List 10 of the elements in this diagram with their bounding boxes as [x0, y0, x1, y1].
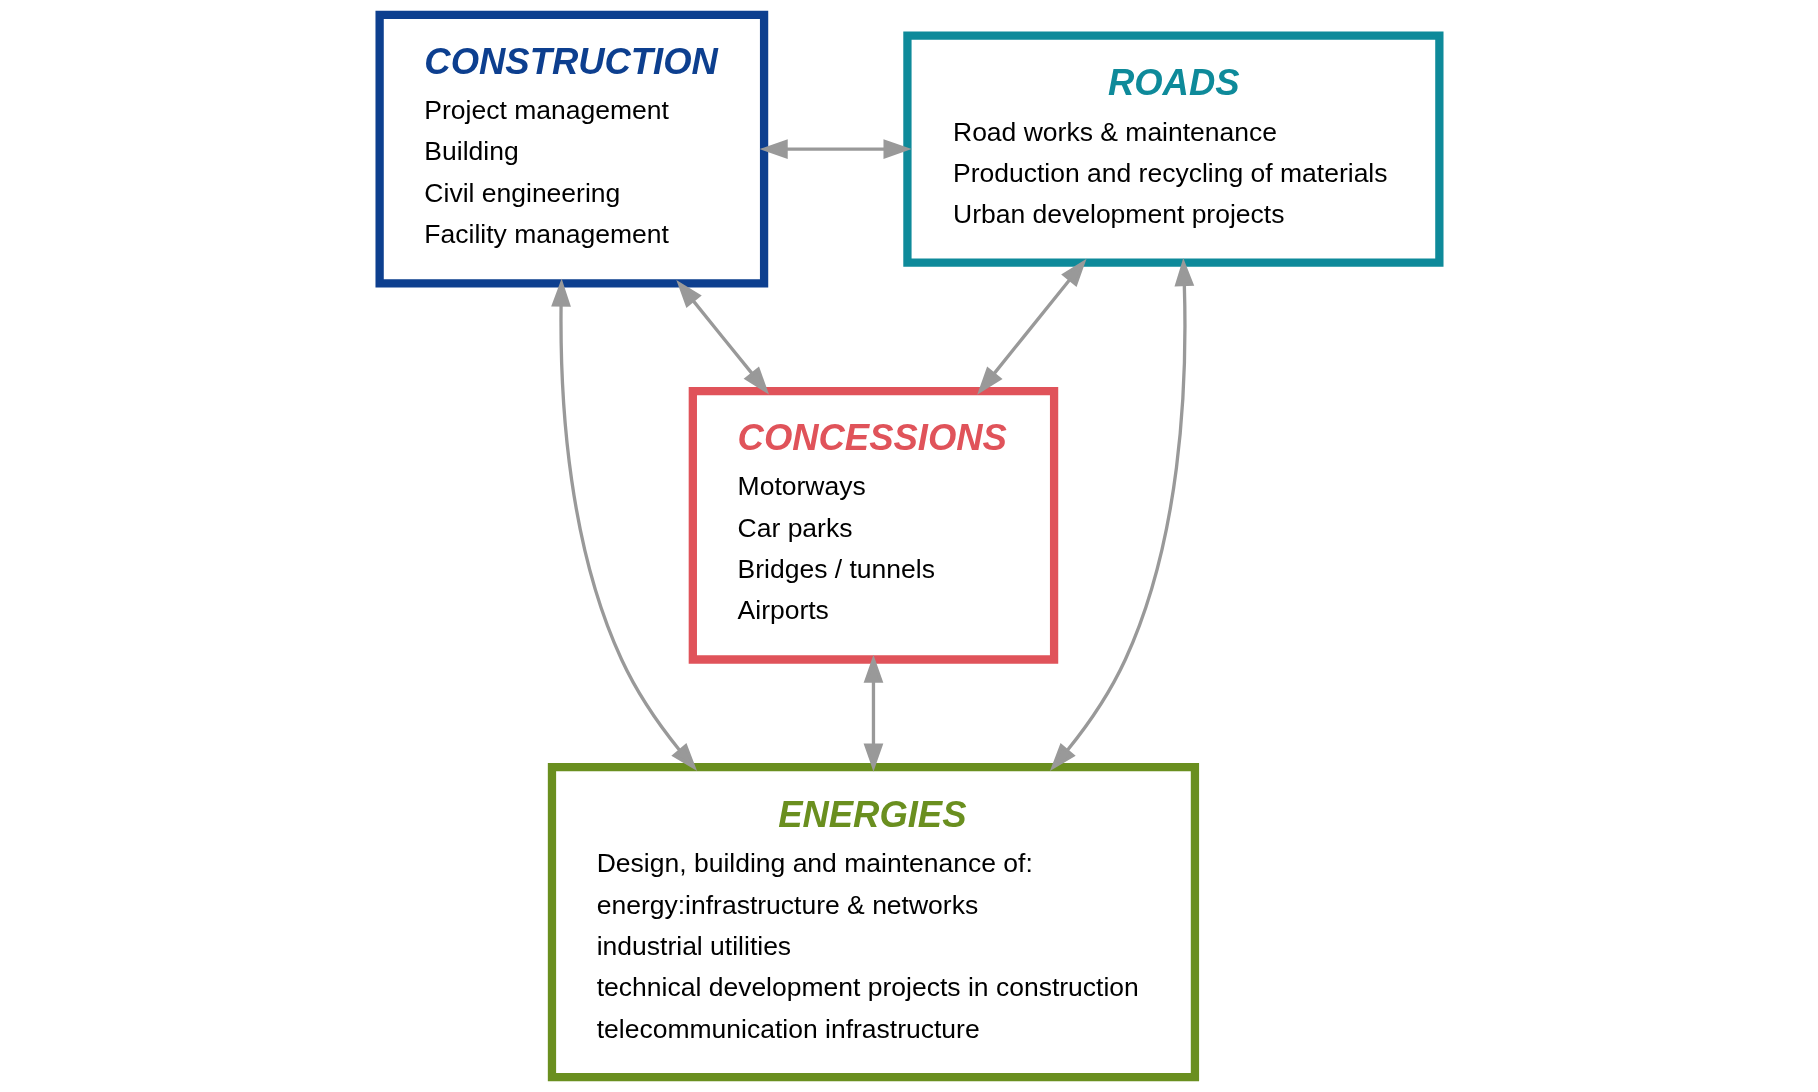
arrow: [759, 139, 912, 159]
arrow: [1049, 257, 1194, 772]
node-box: CONCESSIONS Motorways Car parks Bridges / tunnels Airports: [688, 386, 1058, 664]
arrow: [675, 279, 769, 395]
arrow: [863, 654, 883, 772]
node-box: ROADS Road works & maintenance Production and recycling of materials Urban development projects: [902, 31, 1443, 267]
node-box: CONSTRUCTION Project management Building Civil engineering Facility management: [375, 10, 768, 288]
arrow: [976, 258, 1087, 395]
node-box: ENERGIES Design, building and maintenance of: energy:infrastructure & networks industrial utilities technical development projects in construction telecommunication infrastructure: [547, 763, 1199, 1082]
arrow: [550, 278, 697, 771]
